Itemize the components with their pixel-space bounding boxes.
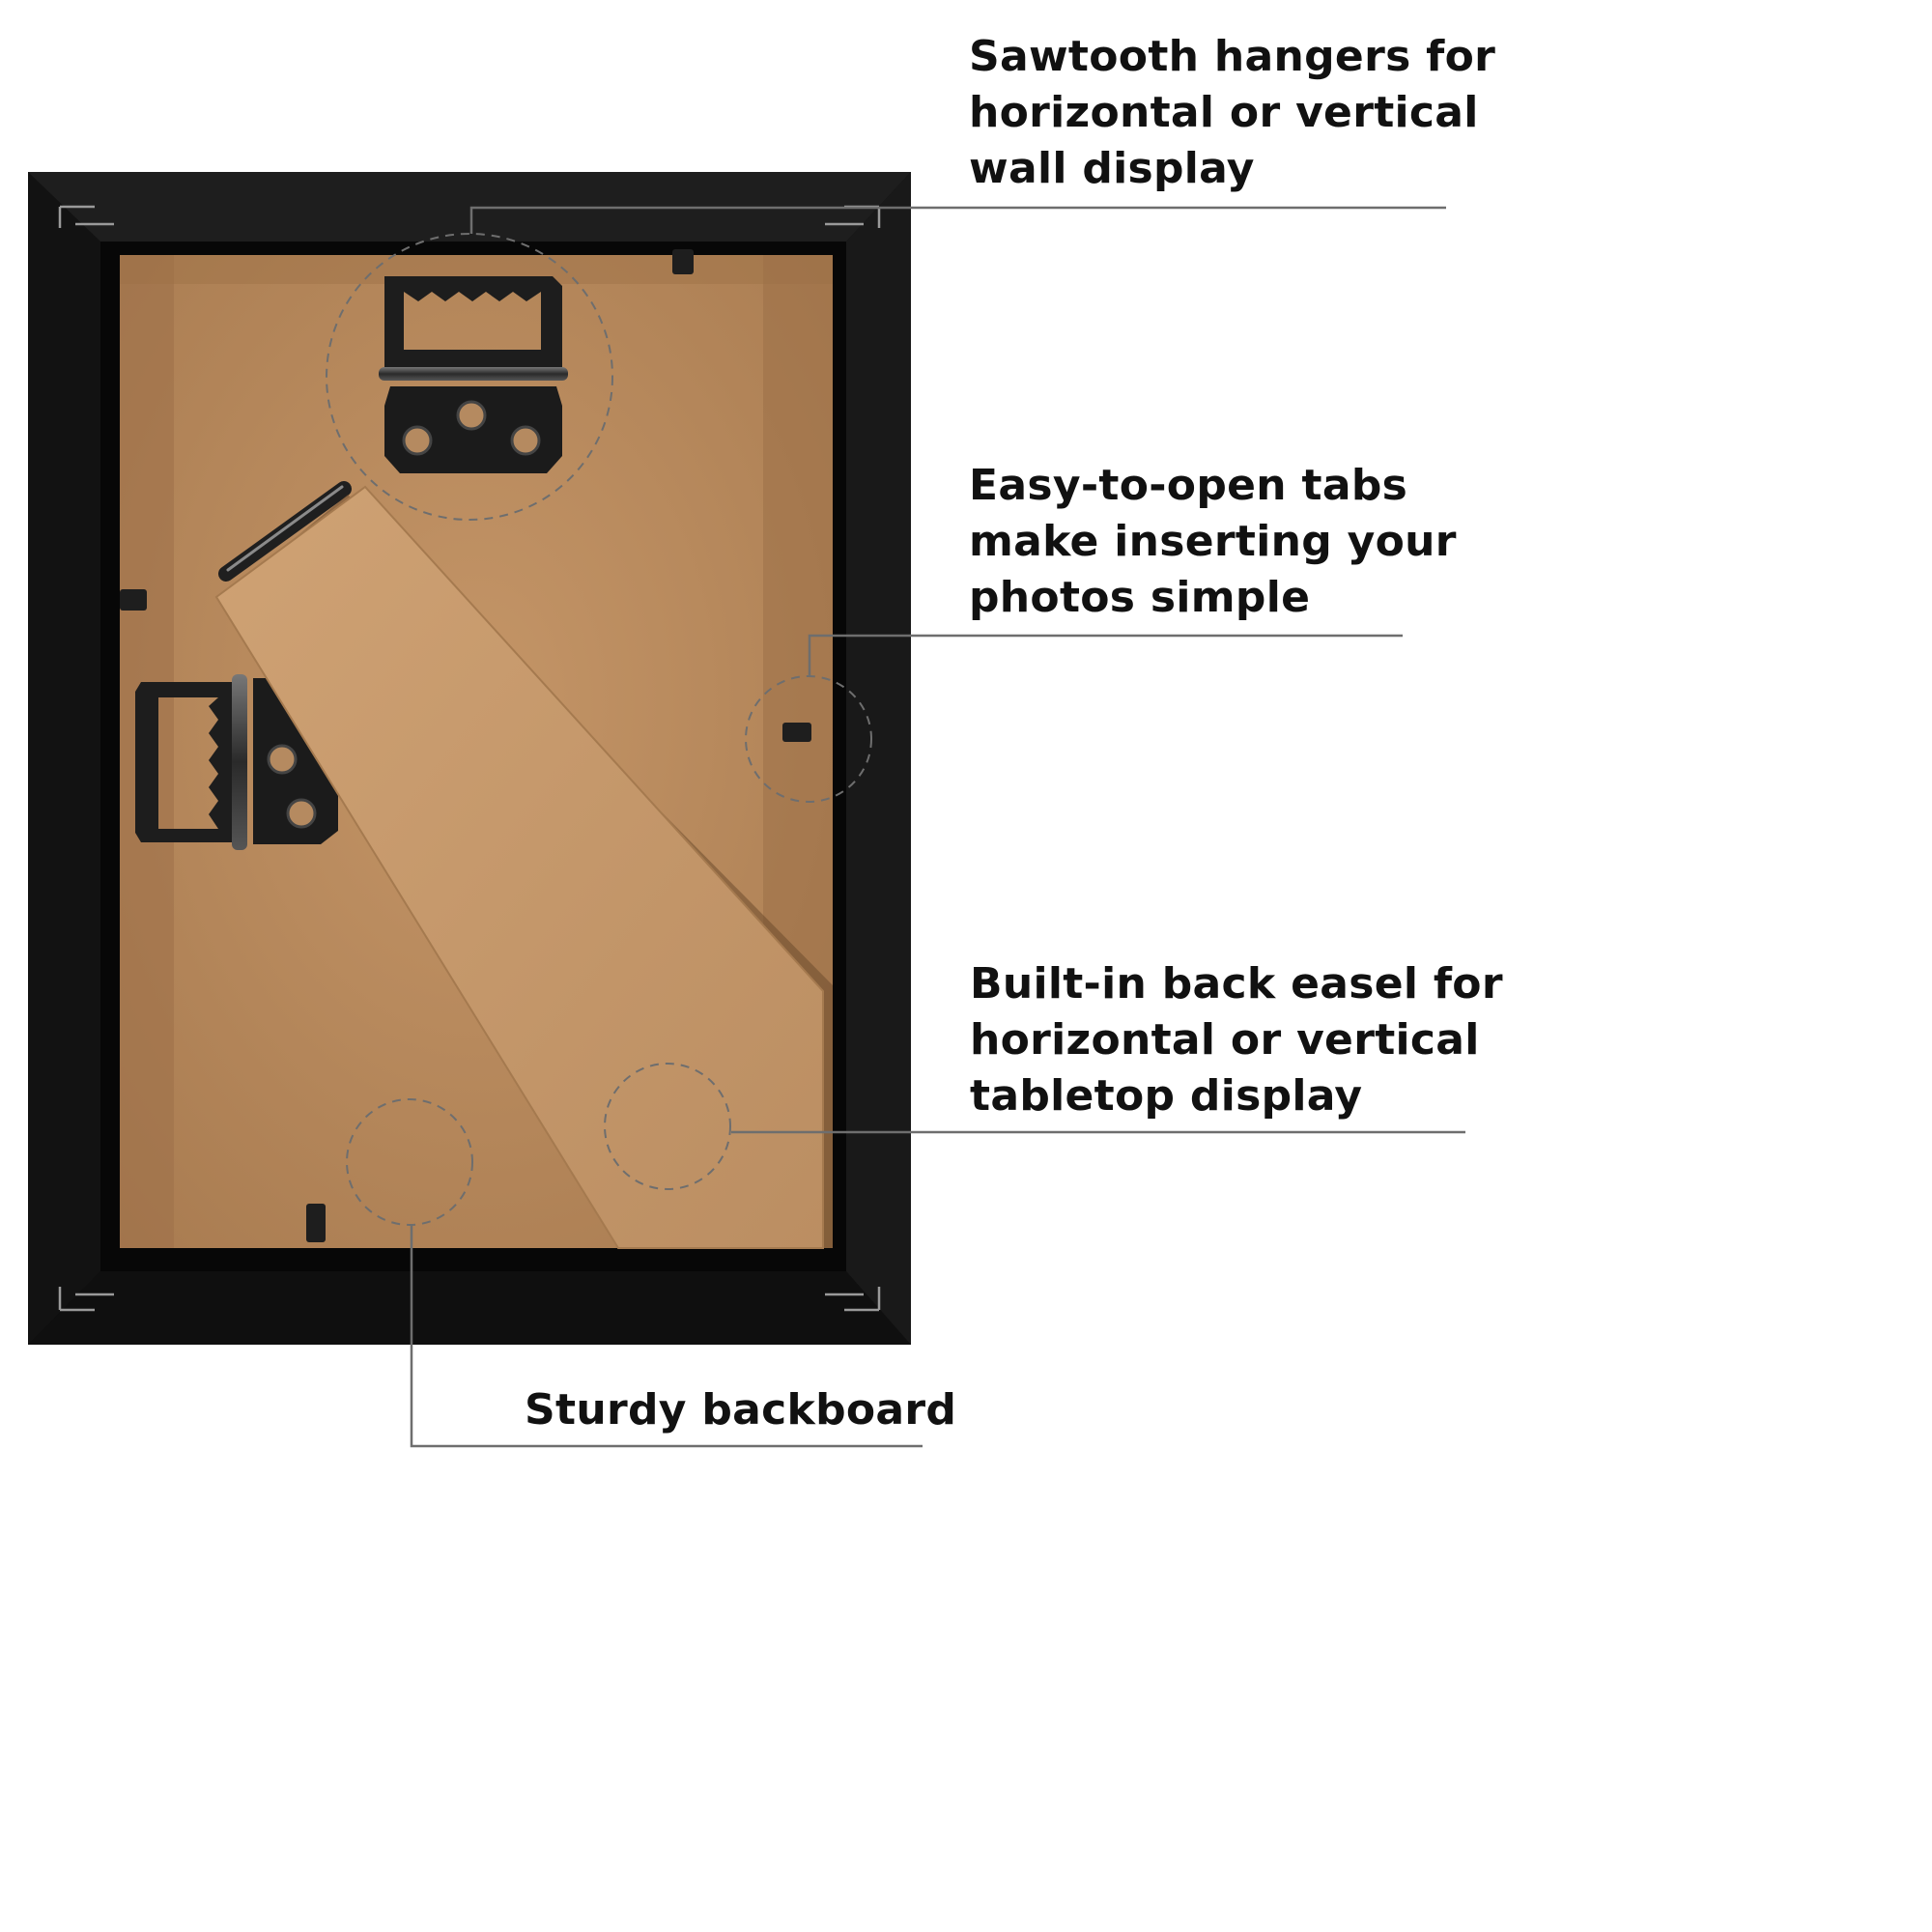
callout-line: tabletop display — [970, 1071, 1363, 1121]
highlight-circle-hangers — [326, 233, 613, 521]
sawtooth-hanger-top-plate — [384, 276, 562, 375]
frame-bevel-right — [846, 172, 911, 1345]
callout-line: horizontal or vertical — [970, 1015, 1480, 1065]
frame-bevel-top — [28, 172, 911, 242]
easel-hinge-rod — [218, 481, 352, 582]
callout-line: Sturdy backboard — [525, 1385, 957, 1435]
screw-hole — [267, 744, 298, 775]
callout-line: make inserting your — [969, 517, 1457, 566]
back-easel — [214, 485, 824, 1249]
tab-left — [120, 589, 147, 611]
screw-hole — [456, 400, 487, 431]
product-illustration — [28, 172, 1465, 1448]
callout-easy-open-tabs: Easy-to-open tabs make inserting your ph… — [969, 458, 1457, 626]
callout-line: horizontal or vertical — [969, 88, 1479, 137]
sawtooth-hanger-left — [135, 674, 338, 850]
screw-hole — [402, 425, 433, 456]
callout-back-easel: Built-in back easel for horizontal or ve… — [970, 956, 1503, 1124]
highlight-circle-easel — [604, 1063, 731, 1190]
screw-hole — [286, 798, 317, 829]
screw-hole — [510, 425, 541, 456]
leader-line-backboard — [410, 1225, 923, 1448]
sawtooth-hanger-top — [379, 276, 568, 473]
callout-line: wall display — [969, 144, 1255, 193]
tab-right — [782, 723, 811, 742]
leader-line-hangers — [469, 206, 1446, 234]
tab-top — [672, 249, 694, 274]
sawtooth-hanger-left-hinge — [232, 674, 247, 850]
callout-line: Sawtooth hangers for — [969, 32, 1496, 81]
leader-line-tabs — [808, 634, 1403, 676]
sawtooth-hanger-left-plate — [135, 682, 238, 842]
retaining-tabs — [120, 249, 811, 1242]
sawtooth-hanger-top-hinge — [379, 367, 568, 381]
callout-line: photos simple — [969, 573, 1311, 622]
frame-bevel-bottom — [28, 1271, 911, 1345]
leader-lines — [410, 206, 1465, 1448]
callout-line: Easy-to-open tabs — [969, 461, 1408, 510]
callout-line: Built-in back easel for — [970, 959, 1503, 1009]
callout-sawtooth-hangers: Sawtooth hangers for horizontal or verti… — [969, 29, 1495, 197]
frame-bevel-left — [28, 172, 100, 1345]
highlight-circle-backboard — [346, 1098, 473, 1226]
callout-sturdy-backboard: Sturdy backboard — [525, 1382, 956, 1438]
tab-bottom — [306, 1204, 326, 1242]
